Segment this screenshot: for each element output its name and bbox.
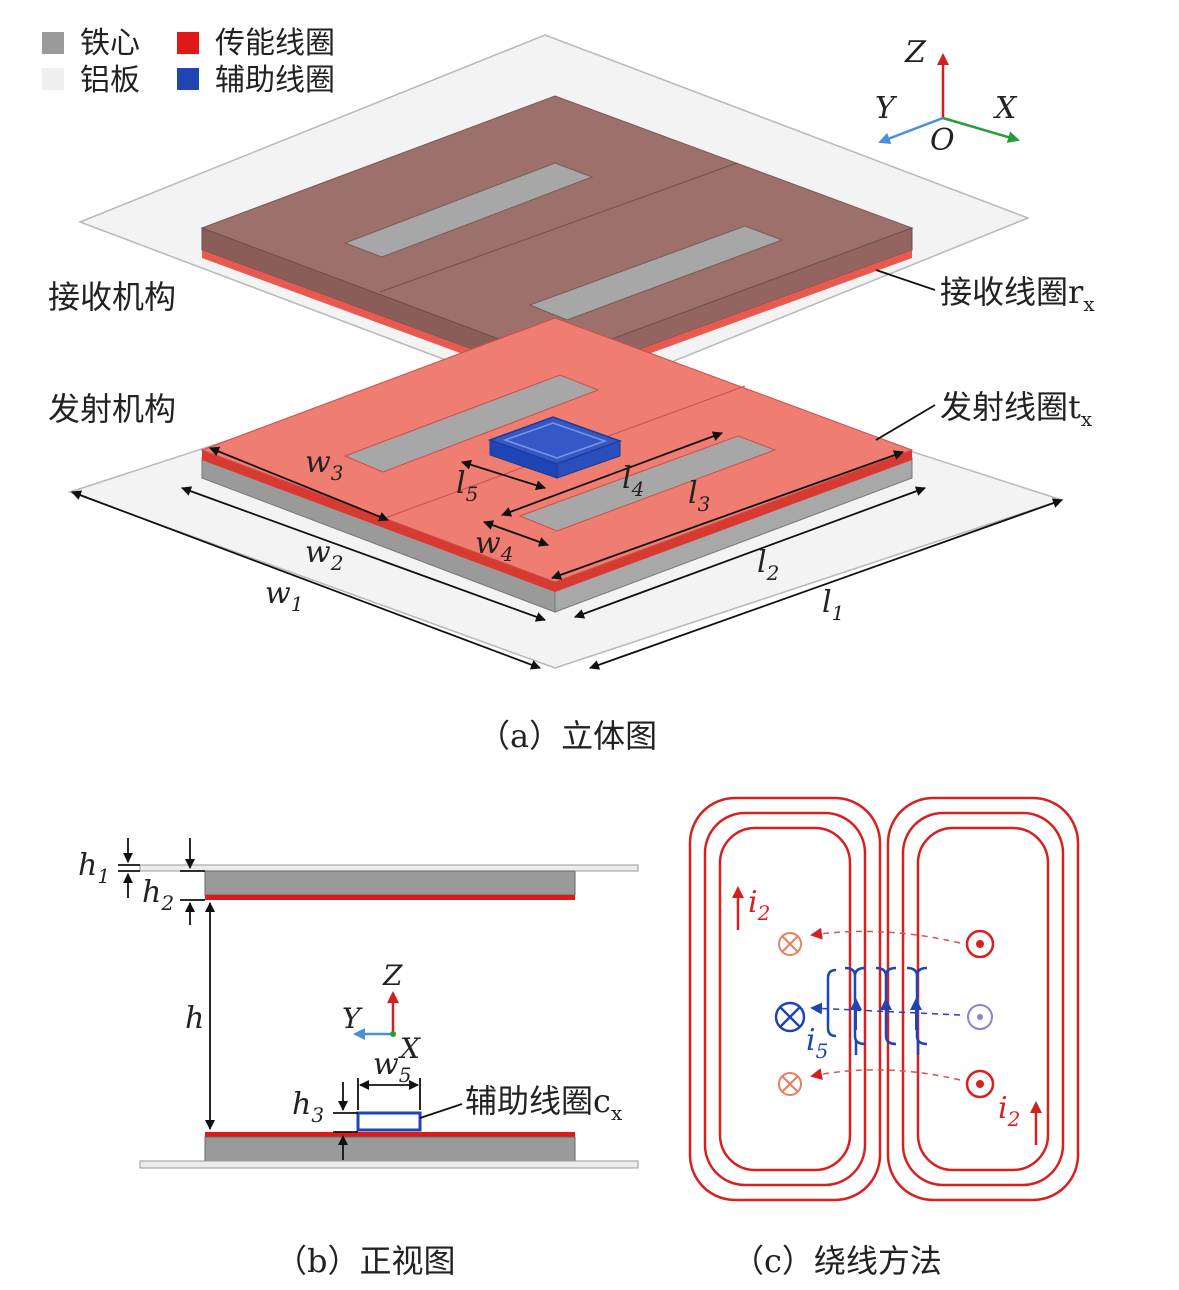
receiver-label: 接收机构	[48, 278, 176, 316]
b-aux-coil	[356, 1111, 422, 1132]
dim-h2-label: h2	[142, 875, 174, 915]
axis-triad-b: Z Y X	[342, 959, 421, 1065]
b-tx-core	[204, 1136, 576, 1162]
b-tx-coil	[205, 1132, 575, 1137]
legend-swatch-power	[177, 32, 199, 54]
b-rx-al-plate	[139, 864, 639, 872]
dim-l2-label: l2	[757, 545, 779, 585]
field-lines	[810, 927, 961, 1081]
dims-a	[71, 269, 1063, 670]
dim-l3-label: l3	[688, 476, 710, 516]
legend-power-label: 传能线圈	[215, 26, 335, 61]
axis-x-label: X	[993, 91, 1018, 126]
caption-a: （a）立体图	[478, 717, 657, 755]
dim-w1-label: w1	[265, 576, 303, 616]
axis-o-label: O	[930, 123, 955, 158]
b-axis-x-label: X	[398, 1032, 421, 1065]
transmitter-label: 发射机构	[48, 390, 176, 428]
dim-l4-label: l4	[622, 461, 644, 501]
dot-symbol-bottom	[965, 1069, 995, 1099]
axis-z-label: Z	[904, 35, 927, 70]
legend-iron-label: 铁心	[80, 26, 140, 61]
legend-al-label: 铝板	[80, 63, 140, 98]
legend-swatch-al	[42, 68, 64, 90]
dim-l5-label: l5	[456, 466, 478, 506]
cross-symbol-blue	[774, 1001, 806, 1033]
i2-right-label: i2	[998, 1091, 1020, 1131]
tx-coil-label: 发射线圈tx	[940, 388, 1093, 431]
dim-h3-label: h3	[292, 1087, 324, 1127]
panel-c: i2 i2	[688, 796, 1080, 1280]
legend: 铁心 传能线圈 铝板 辅助线圈	[42, 26, 335, 98]
dim-w3-label: w3	[305, 445, 343, 485]
dim-w5-label: w5	[373, 1047, 411, 1087]
dim-l1-label: l1	[822, 585, 844, 625]
dim-h1-label: h1	[78, 848, 110, 888]
rx-slot-2	[528, 225, 784, 321]
i5-label: i5	[806, 1023, 828, 1063]
panel-a: Z Y X O	[48, 34, 1095, 755]
legend-aux-label: 辅助线圈	[215, 63, 335, 98]
legend-swatch-iron	[42, 32, 64, 54]
b-rx-coil	[205, 895, 575, 900]
b-axis-z-label: Z	[382, 959, 403, 992]
dim-h-label: h	[185, 1001, 204, 1036]
legend-swatch-aux	[177, 68, 199, 90]
panel-b: Z Y X h1 h2 h h3 w5 辅助线圈	[78, 838, 639, 1280]
aux-coil-arrows	[850, 998, 922, 1030]
caption-c: （c）绕线方法	[732, 1242, 942, 1280]
dot-symbol-blue	[967, 1004, 993, 1030]
winding-left	[688, 796, 882, 1202]
dim-w2-label: w2	[305, 535, 343, 575]
rx-slot-1	[343, 162, 594, 258]
i2-left-label: i2	[748, 885, 770, 925]
axis-y-label: Y	[875, 91, 898, 126]
cross-symbol-bottom	[778, 1072, 802, 1096]
b-rx-core	[204, 870, 576, 896]
b-tx-al-plate	[139, 1160, 639, 1169]
b-aux-coil-label: 辅助线圈cx	[465, 1082, 623, 1125]
cross-symbol-top	[778, 932, 802, 956]
dot-symbol-top	[965, 929, 995, 959]
b-axis-y-label: Y	[342, 1002, 363, 1035]
caption-b: （b）正视图	[275, 1242, 456, 1280]
dims-b	[118, 838, 463, 1160]
rx-coil-label: 接收线圈rx	[940, 273, 1095, 316]
axis-triad-a: Z Y X O	[875, 35, 1020, 158]
dim-w4-label: w4	[475, 526, 513, 566]
